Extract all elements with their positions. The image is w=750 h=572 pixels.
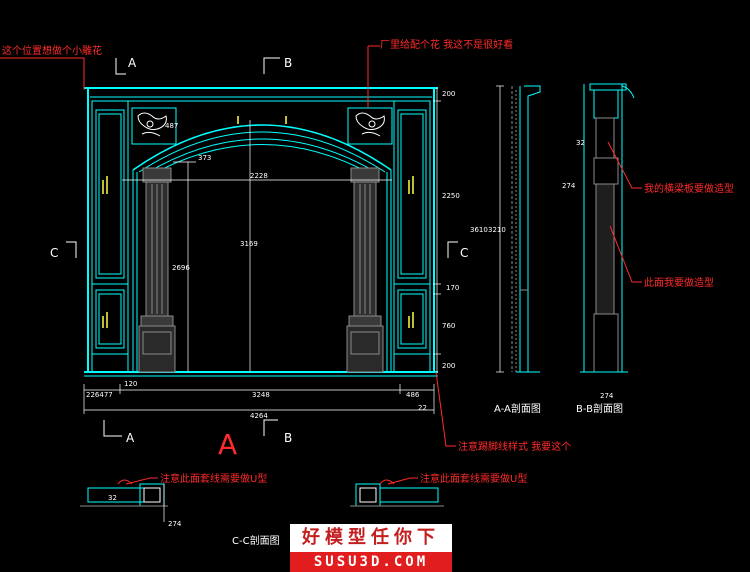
dim-3248: 3248 bbox=[252, 391, 270, 399]
leader-lines bbox=[0, 45, 642, 485]
dim-bb-32: 32 bbox=[576, 139, 585, 147]
dim-200-bottom: 200 bbox=[442, 362, 455, 370]
marker-a-top: A bbox=[128, 56, 137, 70]
note-side-face: 此面我要做造型 bbox=[644, 276, 714, 289]
marker-c-right: C bbox=[460, 246, 468, 260]
watermark-site: SUSU3D.COM bbox=[290, 552, 452, 572]
note-cc-right: 注意此面套线需要做U型 bbox=[420, 472, 527, 485]
dim-cc-32: 32 bbox=[108, 494, 117, 502]
yellow-accents bbox=[102, 116, 414, 328]
section-markers bbox=[66, 57, 458, 437]
dim-760: 760 bbox=[442, 322, 455, 330]
dim-2250: 2250 bbox=[442, 192, 460, 200]
site-watermark: 好模型任你下 SUSU3D.COM bbox=[290, 524, 452, 572]
note-factory-flower: 厂里给配个花 我这不是很好看 bbox=[380, 38, 513, 51]
marker-b-bottom: B bbox=[284, 431, 292, 445]
dim-4264: 4264 bbox=[250, 412, 268, 420]
left-column bbox=[138, 167, 176, 373]
dim-486: 486 bbox=[406, 391, 420, 399]
dim-bb-274-side: 274 bbox=[562, 182, 576, 190]
marker-c-left: C bbox=[50, 246, 58, 260]
dim-200-top: 200 bbox=[442, 90, 455, 98]
elevation-marker-big-a: A bbox=[218, 428, 237, 461]
dim-226477: 226477 bbox=[86, 391, 113, 399]
dim-22: 22 bbox=[418, 404, 427, 412]
right-carving-ornament bbox=[355, 112, 385, 137]
marker-a-bottom: A bbox=[126, 431, 135, 445]
section-bb-drawing bbox=[580, 83, 635, 373]
note-base-line: 注意踢脚线样式 我要这个 bbox=[458, 440, 571, 453]
right-column bbox=[346, 167, 384, 373]
left-carving-ornament bbox=[137, 112, 167, 137]
section-cc-right-drawing bbox=[350, 479, 444, 507]
title-section-cc: C-C剖面图 bbox=[232, 534, 280, 547]
dim-487: 487 bbox=[165, 122, 178, 130]
dim-120: 120 bbox=[124, 380, 137, 388]
dim-2696: 2696 bbox=[172, 264, 190, 272]
dim-3610: 3610 bbox=[470, 226, 488, 234]
dimension-lines bbox=[83, 85, 504, 414]
section-aa-drawing bbox=[511, 85, 541, 373]
dim-170: 170 bbox=[446, 284, 459, 292]
note-small-carving: 这个位置想做个小雕花 bbox=[2, 44, 102, 57]
dim-2228: 2228 bbox=[250, 172, 268, 180]
note-carved-beam: 我的横梁板要做造型 bbox=[644, 182, 734, 195]
watermark-slogan: 好模型任你下 bbox=[290, 524, 452, 552]
marker-b-top: B bbox=[284, 56, 292, 70]
dim-cc-274: 274 bbox=[168, 520, 182, 528]
dim-373: 373 bbox=[198, 154, 211, 162]
dim-bb-274-bottom: 274 bbox=[600, 392, 614, 400]
dim-3210: 3210 bbox=[488, 226, 506, 234]
dim-3169: 3169 bbox=[240, 240, 258, 248]
section-cc-left-drawing bbox=[80, 479, 168, 522]
title-section-bb: B-B剖面图 bbox=[576, 402, 623, 415]
title-section-aa: A-A剖面图 bbox=[494, 402, 541, 415]
note-cc-left: 注意此面套线需要做U型 bbox=[160, 472, 267, 485]
